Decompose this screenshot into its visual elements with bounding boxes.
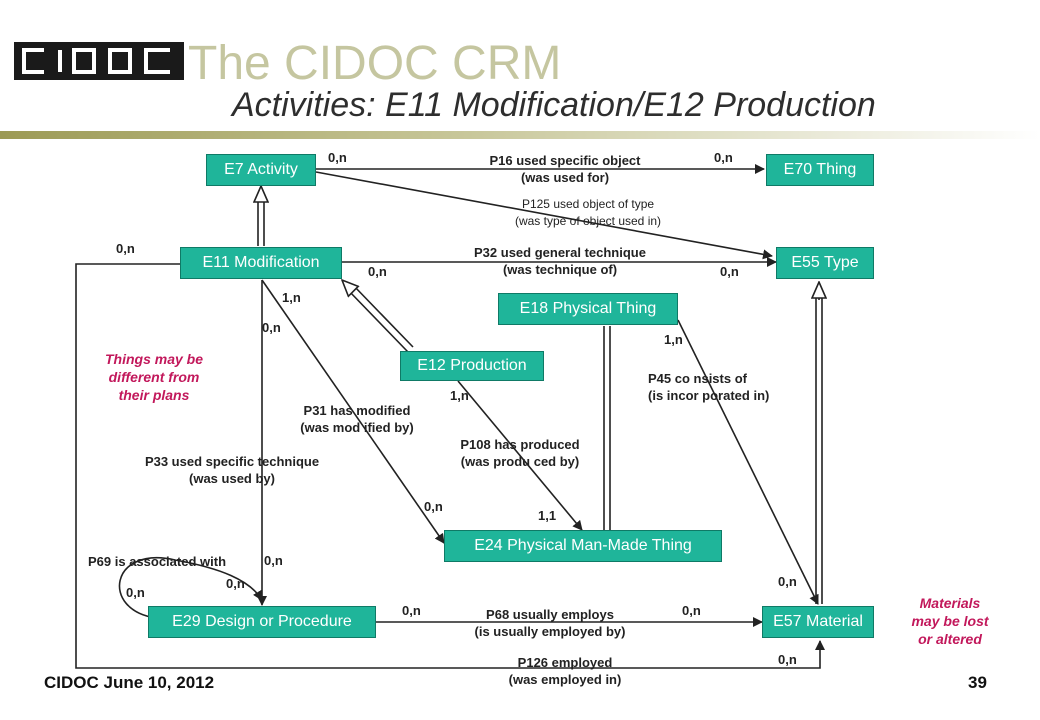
- cardinality: 0,n: [714, 150, 733, 165]
- page-number: 39: [968, 673, 987, 692]
- note-line: may be lost: [911, 613, 989, 629]
- property-inverse: (was used by): [189, 471, 275, 486]
- cardinality: 0,n: [778, 652, 797, 667]
- note-things-plans: Things may be different from their plans: [84, 350, 224, 404]
- property-inverse: (is usually employed by): [474, 624, 626, 639]
- cardinality: 1,n: [450, 388, 469, 403]
- entity-e29-design-or-procedure: E29 Design or Procedure: [148, 606, 376, 638]
- entity-e7-activity: E7 Activity: [206, 154, 316, 186]
- page-subtitle: Activities: E11 Modification/E12 Product…: [232, 86, 876, 124]
- property-label: P33 used specific technique (was used by…: [112, 453, 352, 487]
- property-inverse: (is incor porated in): [648, 388, 770, 403]
- cardinality: 0,n: [262, 320, 281, 335]
- property-name: P31 has modified: [303, 403, 411, 418]
- title-divider: [0, 131, 1040, 139]
- property-inverse: (was type of object used in): [514, 214, 662, 228]
- entity-e55-type: E55 Type: [776, 247, 874, 279]
- property-inverse: (was technique of): [502, 262, 618, 277]
- property-label: P32 used general technique (was techniqu…: [440, 244, 680, 278]
- cardinality: 0,n: [402, 603, 421, 618]
- entity-e70-thing: E70 Thing: [766, 154, 874, 186]
- cardinality: 1,n: [664, 332, 683, 347]
- cardinality: 1,1: [538, 508, 557, 523]
- cardinality: 0,n: [778, 574, 797, 589]
- note-line: different from: [108, 369, 200, 385]
- property-name: P125 used object of type: [521, 197, 655, 211]
- property-label: P125 used object of type (was type of ob…: [488, 196, 688, 230]
- property-label: P126 employed (was employed in): [480, 654, 650, 688]
- property-label: P45 co nsists of (is incor porated in): [648, 370, 769, 404]
- entity-e12-production: E12 Production: [400, 351, 544, 381]
- note-materials: Materials may be lost or altered: [890, 594, 1010, 648]
- cidoc-logo: [14, 42, 184, 80]
- property-label: P31 has modified (was mod ified by): [272, 402, 442, 436]
- cardinality: 0,n: [682, 603, 701, 618]
- entity-e11-modification: E11 Modification: [180, 247, 342, 279]
- property-name: P126 employed: [517, 655, 613, 670]
- footer-date: CIDOC June 10, 2012: [44, 673, 215, 692]
- cardinality: 0,n: [126, 585, 145, 600]
- property-name: P16 used specific object: [489, 153, 641, 168]
- entity-e57-material: E57 Material: [762, 606, 874, 638]
- cardinality: 0,n: [328, 150, 347, 165]
- property-inverse: (was produ ced by): [460, 454, 580, 469]
- cardinality: 0,n: [424, 499, 443, 514]
- cardinality: 1,n: [282, 290, 301, 305]
- property-name: P108 has produced: [460, 437, 580, 452]
- property-inverse: (was employed in): [508, 672, 622, 687]
- property-name: P32 used general technique: [474, 245, 646, 260]
- property-name: P45 co nsists of: [648, 371, 747, 386]
- property-inverse: (was used for): [520, 170, 610, 185]
- property-name: P68 usually employs: [486, 607, 614, 622]
- note-line: or altered: [918, 631, 982, 647]
- property-name: P33 used specific technique: [144, 454, 320, 469]
- cardinality: 0,n: [226, 576, 245, 591]
- entity-e18-physical-thing: E18 Physical Thing: [498, 293, 678, 325]
- cardinality: 0,n: [368, 264, 387, 279]
- note-line: Materials: [919, 595, 981, 611]
- cardinality: 0,n: [116, 241, 135, 256]
- entity-e24-physical-man-made-thing: E24 Physical Man-Made Thing: [444, 530, 722, 562]
- cardinality: 0,n: [264, 553, 283, 568]
- cardinality: 0,n: [720, 264, 739, 279]
- property-label: P108 has produced (was produ ced by): [430, 436, 610, 470]
- page-title: The CIDOC CRM: [188, 37, 562, 90]
- note-line: Things may be: [104, 351, 204, 367]
- property-label-p69: P69 is associated with: [88, 554, 227, 569]
- note-line: their plans: [118, 387, 190, 403]
- property-label: P68 usually employs (is usually employed…: [430, 606, 670, 640]
- property-inverse: (was mod ified by): [300, 420, 414, 435]
- property-label: P16 used specific object (was used for): [460, 152, 670, 186]
